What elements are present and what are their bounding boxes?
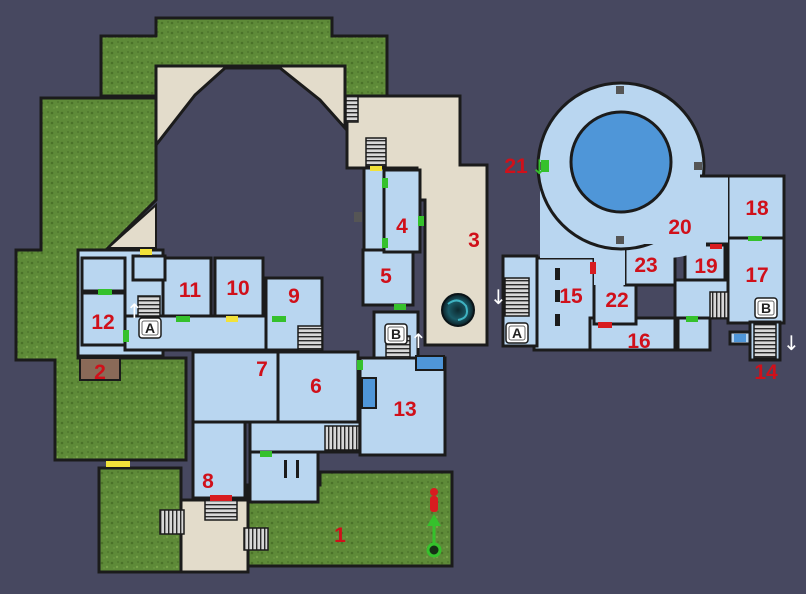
room-20 <box>536 81 728 285</box>
room-label-18[interactable]: 18 <box>745 197 769 220</box>
room-label-10[interactable]: 10 <box>226 277 249 300</box>
door-green <box>98 289 112 295</box>
stairs-north <box>345 95 359 123</box>
room-11-ante <box>131 254 167 282</box>
door-red <box>590 262 596 274</box>
dark-portal-icon[interactable] <box>441 293 475 327</box>
room-11 <box>161 256 213 318</box>
stair-marker-b-left-label: B <box>391 326 401 342</box>
room-16-annex <box>676 316 712 352</box>
room-label-5[interactable]: 5 <box>380 265 392 288</box>
room-label-12[interactable]: 12 <box>91 311 114 334</box>
stairs-14 <box>753 323 777 359</box>
door-green <box>382 178 388 188</box>
stair-marker-b-left[interactable]: B <box>384 323 408 345</box>
room-label-8[interactable]: 8 <box>202 470 214 493</box>
stair-markers: A B A B <box>138 297 778 345</box>
doors <box>98 160 762 501</box>
room-label-15[interactable]: 15 <box>559 285 583 308</box>
door-green <box>176 316 190 322</box>
north-archway <box>154 64 347 150</box>
door-yellow <box>370 166 382 171</box>
room-label-17[interactable]: 17 <box>745 264 768 287</box>
door-yellow <box>140 249 152 255</box>
down-arrow-icon: ↓ <box>531 155 548 179</box>
room-label-23[interactable]: 23 <box>634 254 657 277</box>
door-green <box>357 360 363 370</box>
room-label-21[interactable]: 21 <box>504 155 528 178</box>
room-label-3[interactable]: 3 <box>468 229 480 252</box>
door-green <box>748 236 762 241</box>
direction-arrows: ↑ ↑ ↓ ↓ ↓ <box>126 155 800 355</box>
corridor-c <box>362 166 386 252</box>
stairs-17 <box>709 291 729 319</box>
west-ramp <box>105 202 157 249</box>
stairs-3 <box>365 137 387 167</box>
down-arrow-icon: ↓ <box>490 285 507 309</box>
left-building <box>76 166 447 504</box>
interior-details <box>284 86 746 478</box>
player-marker-icon[interactable] <box>426 488 442 558</box>
stairs-entrance-top <box>204 499 238 521</box>
room-19 <box>683 243 727 287</box>
stairs-corridor-b <box>324 425 360 451</box>
room-label-1[interactable]: 1 <box>334 524 346 547</box>
room-label-2[interactable]: 2 <box>94 361 106 384</box>
door-red <box>710 244 722 249</box>
door-red <box>598 322 612 328</box>
stair-marker-a-left-label: A <box>145 320 155 336</box>
room-10 <box>213 256 265 318</box>
stairs-15 <box>504 277 530 317</box>
door-green <box>123 330 129 342</box>
up-arrow-icon: ↑ <box>126 299 143 323</box>
door-green <box>272 316 286 322</box>
room-label-9[interactable]: 9 <box>288 285 300 308</box>
room-4 <box>382 168 422 254</box>
room-label-11[interactable]: 11 <box>179 279 202 302</box>
stairs-9 <box>297 325 323 351</box>
room-label-22[interactable]: 22 <box>605 289 628 312</box>
door-green <box>394 304 406 310</box>
room-label-20[interactable]: 20 <box>668 216 691 239</box>
stair-marker-a-right-label: A <box>512 325 522 341</box>
grass-west <box>14 96 188 462</box>
fountain-pool-icon <box>569 110 673 214</box>
room-label-19[interactable]: 19 <box>694 255 717 278</box>
room-labels: 1 2 3 4 5 6 7 8 9 10 11 12 13 14 15 16 1… <box>91 155 778 547</box>
down-arrow-icon: ↓ <box>783 331 800 355</box>
room-8 <box>191 420 247 500</box>
room-12-north <box>80 256 127 293</box>
room-label-16[interactable]: 16 <box>627 330 650 353</box>
door-green <box>382 238 388 248</box>
stairs-a-left <box>137 295 161 317</box>
stairs-entrance-left <box>159 509 185 535</box>
stair-marker-b-right-label: B <box>761 300 771 316</box>
door-yellow <box>106 461 130 467</box>
stairs-entrance-right <box>243 527 269 551</box>
room-label-4[interactable]: 4 <box>396 215 408 238</box>
stair-marker-a-left[interactable]: A <box>138 317 162 339</box>
room-label-6[interactable]: 6 <box>310 375 322 398</box>
stair-marker-b-right[interactable]: B <box>754 297 778 319</box>
door-yellow <box>226 316 238 322</box>
door-green <box>541 160 549 172</box>
room-label-7[interactable]: 7 <box>256 358 268 381</box>
room-2-floor <box>79 357 121 381</box>
room-5 <box>361 248 415 307</box>
up-arrow-icon: ↑ <box>410 329 427 353</box>
door-green <box>686 316 698 322</box>
stair-marker-a-right[interactable]: A <box>505 322 529 344</box>
room-label-14[interactable]: 14 <box>754 361 778 384</box>
door-green <box>260 451 272 457</box>
door-green <box>418 216 424 226</box>
room-label-13[interactable]: 13 <box>393 398 416 421</box>
door-red <box>210 495 232 501</box>
